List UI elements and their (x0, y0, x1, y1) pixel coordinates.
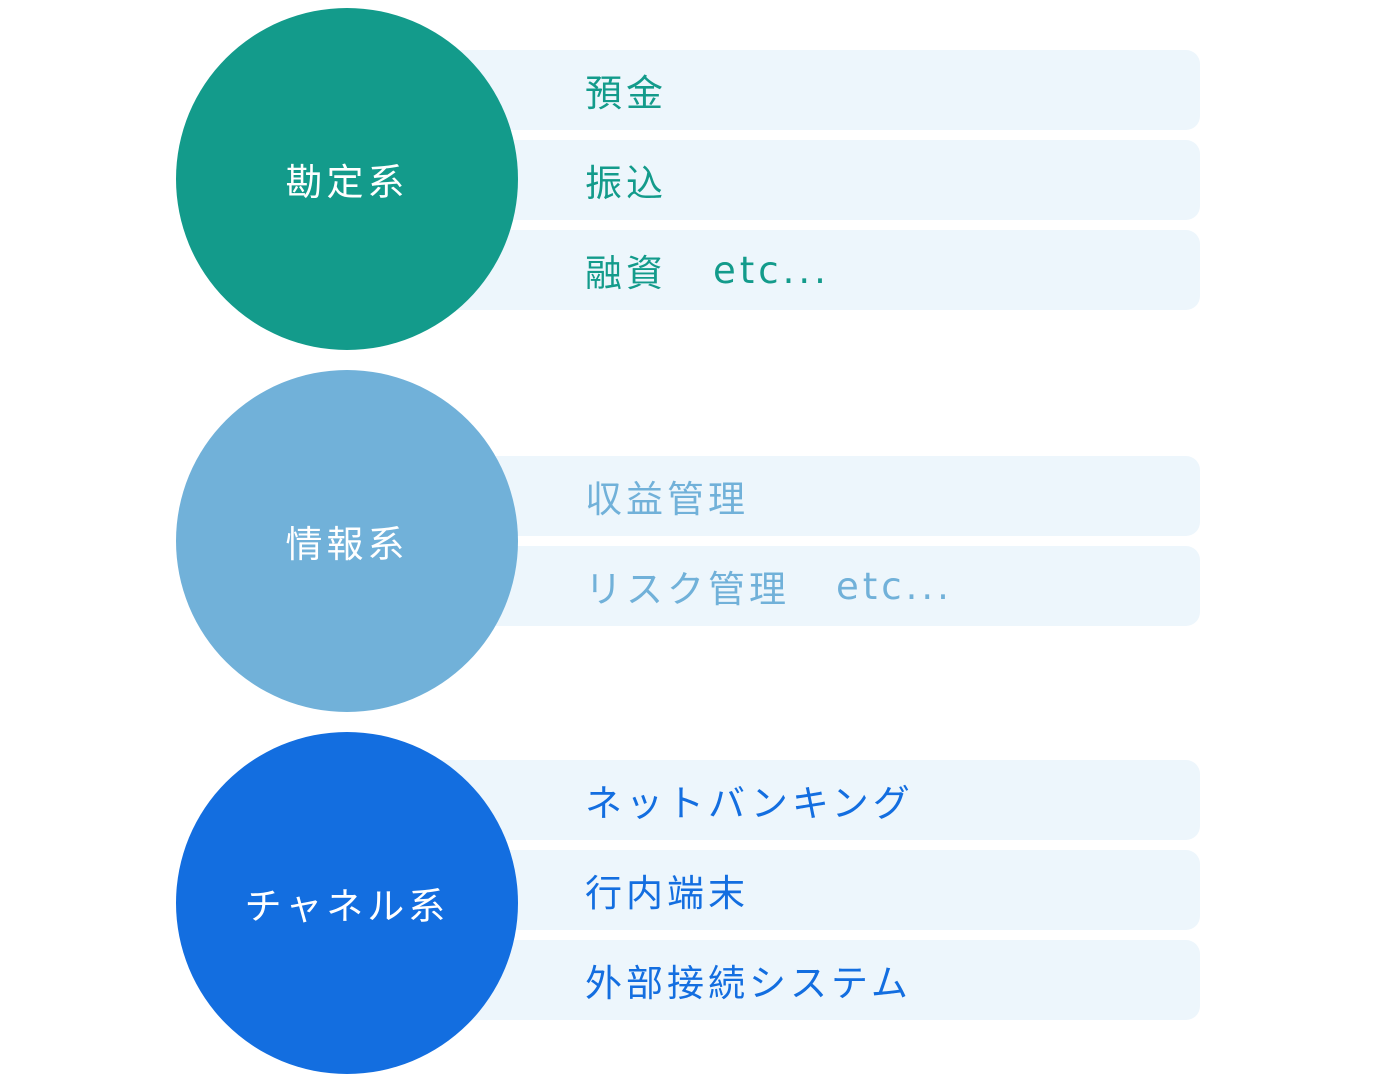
item-bar: 収益管理 (420, 456, 1200, 536)
category-label: 勘定系 (285, 161, 409, 204)
category-label: 情報系 (285, 523, 409, 566)
item-bar: リスク管理 etc... (420, 546, 1200, 626)
category-circle: 情報系 (176, 370, 518, 712)
item-etc-label: etc... (713, 248, 830, 292)
item-bar: 振込 (420, 140, 1200, 220)
item-label: 融資 (585, 252, 667, 295)
item-label: 預金 (585, 72, 667, 115)
item-bar: 外部接続システム (420, 940, 1200, 1020)
item-label: 外部接続システム (585, 962, 912, 1005)
category-label: チャネル系 (244, 885, 450, 928)
item-label: リスク管理 (585, 568, 790, 611)
item-bar: 行内端末 (420, 850, 1200, 930)
item-bar: ネットバンキング (420, 760, 1200, 840)
item-bar: 融資 etc... (420, 230, 1200, 310)
item-label: 収益管理 (585, 478, 749, 521)
item-label: 振込 (585, 162, 667, 205)
item-etc-label: etc... (836, 564, 953, 608)
item-bar: 預金 (420, 50, 1200, 130)
category-circle: チャネル系 (176, 732, 518, 1074)
item-label: ネットバンキング (585, 782, 914, 825)
category-circle: 勘定系 (176, 8, 518, 350)
item-label: 行内端末 (585, 872, 749, 915)
